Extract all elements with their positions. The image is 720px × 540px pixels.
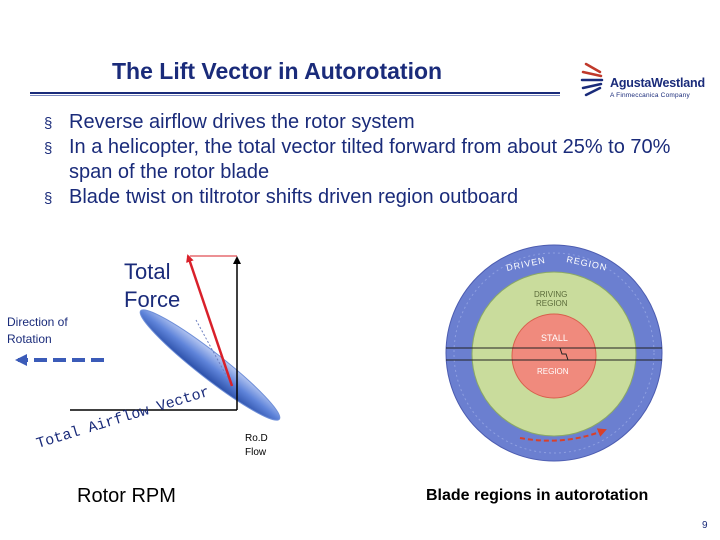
slide-title: The Lift Vector in Autorotation [112, 58, 443, 84]
total-force-arrow [186, 254, 234, 387]
total-force-label: Total Force [124, 259, 181, 312]
bullet-list: §Reverse airflow drives the rotor system… [44, 110, 704, 210]
driving-region-label-2: REGION [536, 299, 568, 308]
blade-regions-caption: Blade regions in autorotation [426, 487, 649, 504]
stall-region-label: REGION [537, 367, 569, 376]
page-number: 9 [702, 520, 708, 531]
rotor-rpm-label: Rotor RPM [77, 485, 176, 507]
bullet-item: §Reverse airflow drives the rotor system [44, 110, 704, 135]
bullet-marker-icon: § [44, 140, 53, 157]
bullet-marker-icon: § [44, 115, 53, 132]
logo-tagline: A Finmeccanica Company [610, 92, 690, 99]
bullet-item: §In a helicopter, the total vector tilte… [44, 136, 671, 183]
bullet-marker-icon: § [44, 190, 53, 207]
logo-name: AgustaWestland [610, 76, 705, 90]
total-airflow-label: Total Airflow Vector [34, 384, 211, 453]
blade-regions-disk [445, 244, 663, 462]
blade-normal-line [195, 319, 233, 387]
driving-region-label-1: DRIVING [534, 290, 567, 299]
rod-flow-label: Ro.D Flow [245, 433, 268, 458]
direction-of-rotation-label: Direction of Rotation [7, 315, 68, 346]
bullet-item: §Blade twist on tiltrotor shifts driven … [44, 185, 704, 210]
title-underline-thin [30, 95, 560, 96]
stall-label: STALL [541, 333, 568, 343]
logo-emblem-icon [580, 62, 604, 97]
rotor-blade-airfoil [139, 309, 281, 421]
company-logo: AgustaWestland A Finmeccanica Company [580, 54, 710, 104]
title-underline [30, 92, 560, 94]
